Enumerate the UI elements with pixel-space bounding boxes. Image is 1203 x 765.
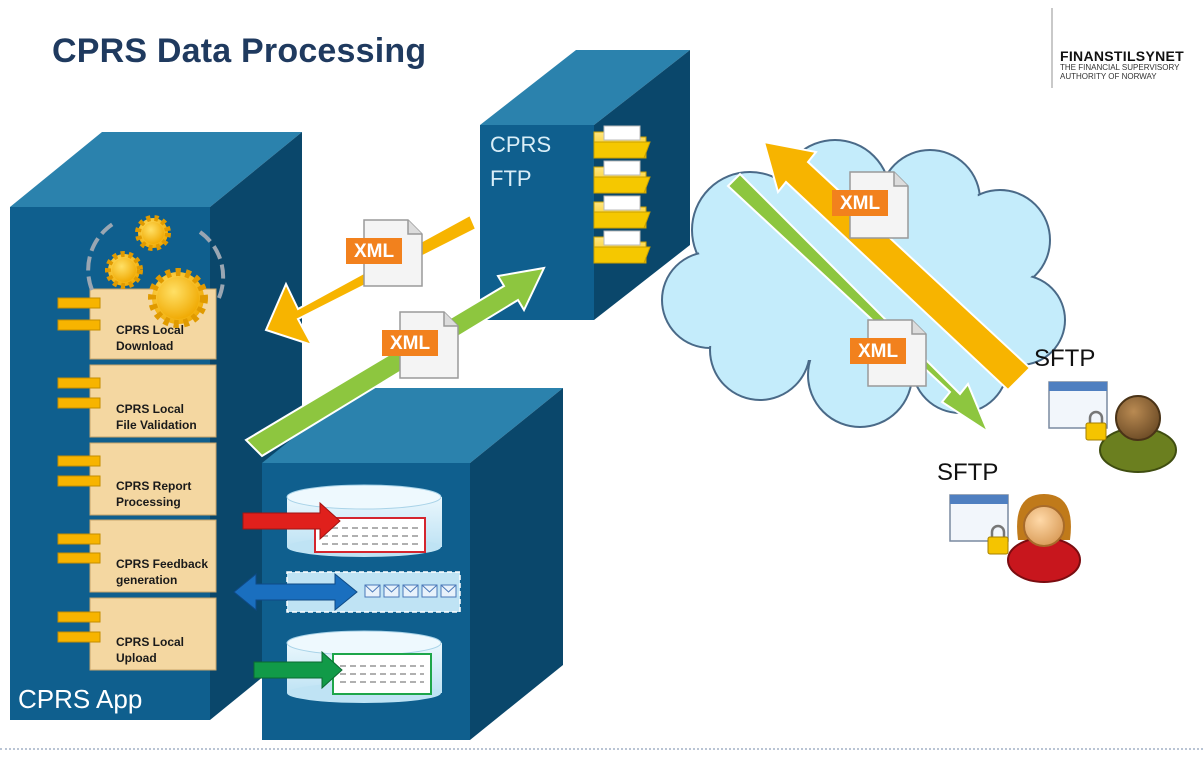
xml-file-icon: XML [381,311,459,379]
app-server-label: CPRS App [18,684,142,714]
footer-divider [0,748,1203,750]
xml-tag: XML [390,333,431,354]
component-local-upload: CPRS Local Upload [57,597,217,671]
component-label: CPRS Local [116,402,184,416]
component-label: CPRS Feedback [116,557,208,571]
component-label: CPRS Report [116,479,191,493]
ftp-server: CPRS FTP [480,50,690,320]
logo-divider [1051,8,1053,88]
dark-green-arrow [253,650,343,690]
red-arrow [242,501,341,541]
logo-subtitle: THE FINANCIAL SUPERVISORY AUTHORITY OF N… [1060,63,1180,81]
logo-name: FINANSTILSYNET [1060,48,1184,64]
xml-tag: XML [858,341,899,362]
page-title: CPRS Data Processing [52,32,427,70]
green-arrow-from-ftp [726,172,991,435]
component-label: generation [116,573,177,587]
xml-file-icon: XML [849,319,927,387]
window-icon [949,494,1009,542]
blue-double-arrow [233,572,358,612]
folder-icon [593,125,651,159]
folder-icon [593,230,651,264]
sftp-label: SFTP [937,459,998,486]
component-list: CPRS Local Download CPRS Local File Vali… [57,288,217,671]
xml-tag: XML [840,193,881,214]
lock-icon [1085,410,1107,441]
ftp-label-line1: CPRS [490,132,551,157]
envelope-icon [364,584,457,598]
component-report-processing: CPRS Report Processing [57,442,217,516]
xml-file-icon: XML [831,171,909,239]
database-icon [286,630,442,703]
sftp-label: SFTP [1034,345,1095,372]
lock-icon [987,524,1009,555]
component-label: File Validation [116,418,197,432]
orange-arrow-to-ftp [762,140,1032,392]
sftp-user-female: SFTP [937,459,1081,583]
window-icon [1048,381,1108,429]
sftp-user-male: SFTP [1034,345,1177,473]
message-queue [286,571,461,613]
user-male-icon [1099,395,1177,473]
ftp-label-line2: FTP [490,166,532,191]
component-label: CPRS Local [116,323,184,337]
component-label: Processing [116,495,181,509]
database-icon [286,484,442,557]
component-label: Download [116,339,173,353]
xml-file-icon: XML [345,219,423,287]
xml-tag: XML [354,241,395,262]
component-local-file-validation: CPRS Local File Validation [57,364,217,438]
component-label: CPRS Local [116,635,184,649]
component-feedback-generation: CPRS Feedback generation [57,519,217,593]
folder-icon [593,160,651,194]
user-female-icon [1007,494,1081,583]
folder-icon [593,195,651,229]
component-label: Upload [116,651,157,665]
green-arrow-upload [244,266,546,458]
gear-icon [86,215,226,328]
